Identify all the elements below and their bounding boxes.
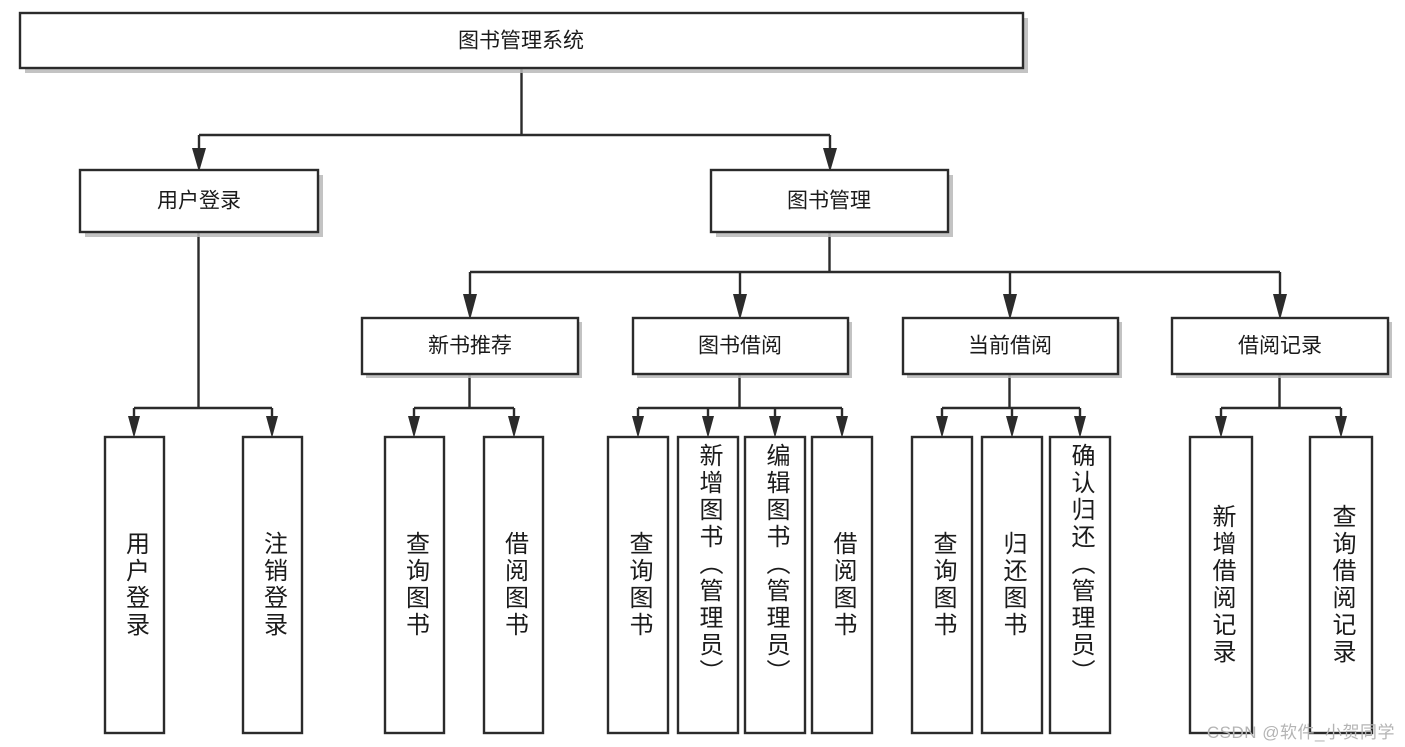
leaf-box-borrow-book-2[interactable] (810, 435, 874, 735)
arrowhead-leaf-confirm-return (1074, 416, 1086, 438)
connector-layer (128, 68, 1347, 438)
leaf-box-query-book-3[interactable] (910, 435, 974, 735)
connector-borrowrecord-to-leaves (1219, 374, 1343, 428)
connector-bookmanage-to-level3 (468, 232, 1282, 308)
arrowhead-user-login (192, 148, 206, 172)
connector-root-to-level2 (197, 68, 832, 160)
watermark-text: CSDN @软件_小贺同学 (1206, 723, 1395, 742)
connector-bookborrow-to-leaves (636, 374, 844, 428)
leaf-box-confirm-return[interactable] (1048, 435, 1112, 735)
arrowhead-leaf-user-login (128, 416, 140, 438)
arrowhead-new-book-recommend (463, 294, 477, 320)
leaf-box-borrow-book-1[interactable] (482, 435, 545, 735)
leaf-box-group (103, 435, 1374, 735)
node-new-book-recommend[interactable]: 新书推荐 (360, 316, 582, 378)
node-new-book-recommend-label: 新书推荐 (428, 335, 512, 358)
arrowhead-borrow-record (1273, 294, 1287, 320)
arrowhead-leaf-logout (266, 416, 278, 438)
node-borrow-record[interactable]: 借阅记录 (1170, 316, 1392, 378)
arrowhead-leaf-query-book-3 (936, 416, 948, 438)
leaf-box-edit-book[interactable] (743, 435, 807, 735)
node-book-borrow[interactable]: 图书借阅 (631, 316, 852, 378)
arrowhead-leaf-borrow-book-1 (508, 416, 520, 438)
arrowhead-book-manage (823, 148, 837, 172)
node-current-borrow-label: 当前借阅 (968, 335, 1052, 358)
arrowhead-leaf-add-record (1215, 416, 1227, 438)
node-book-management[interactable]: 图书管理 (709, 168, 953, 237)
node-user-login[interactable]: 用户登录 (78, 168, 323, 237)
leaf-box-add-book[interactable] (676, 435, 740, 735)
leaf-box-user-login[interactable] (103, 435, 166, 735)
node-layer: 图书管理系统 用户登录 图书管理 新书推荐 图书 (18, 11, 1392, 735)
arrowhead-leaf-query-record (1335, 416, 1347, 438)
leaf-box-return-book[interactable] (980, 435, 1044, 735)
arrowhead-leaf-edit-book (769, 416, 781, 438)
leaf-box-query-record[interactable] (1308, 435, 1374, 735)
node-current-borrow[interactable]: 当前借阅 (901, 316, 1122, 378)
arrowhead-leaf-query-book-2 (632, 416, 644, 438)
leaf-box-query-book-2[interactable] (606, 435, 670, 735)
node-book-management-label: 图书管理 (787, 190, 871, 213)
arrowhead-leaf-query-book-1 (408, 416, 420, 438)
connector-userlogin-to-leaves (132, 232, 274, 428)
connector-newbook-to-leaves (412, 374, 516, 428)
node-book-borrow-label: 图书借阅 (698, 335, 782, 358)
arrowhead-leaf-borrow-book-2 (836, 416, 848, 438)
arrowhead-current-borrow (1003, 294, 1017, 320)
node-root-system-label: 图书管理系统 (458, 30, 584, 53)
leaf-box-query-book-1[interactable] (383, 435, 446, 735)
leaf-box-add-record[interactable] (1188, 435, 1254, 735)
node-borrow-record-label: 借阅记录 (1238, 335, 1322, 358)
leaf-box-logout[interactable] (241, 435, 304, 735)
node-root-system[interactable]: 图书管理系统 (18, 11, 1028, 73)
node-user-login-label: 用户登录 (157, 190, 241, 213)
arrowhead-leaf-return-book (1006, 416, 1018, 438)
arrowhead-book-borrow (733, 294, 747, 320)
arrowhead-leaf-add-book (702, 416, 714, 438)
